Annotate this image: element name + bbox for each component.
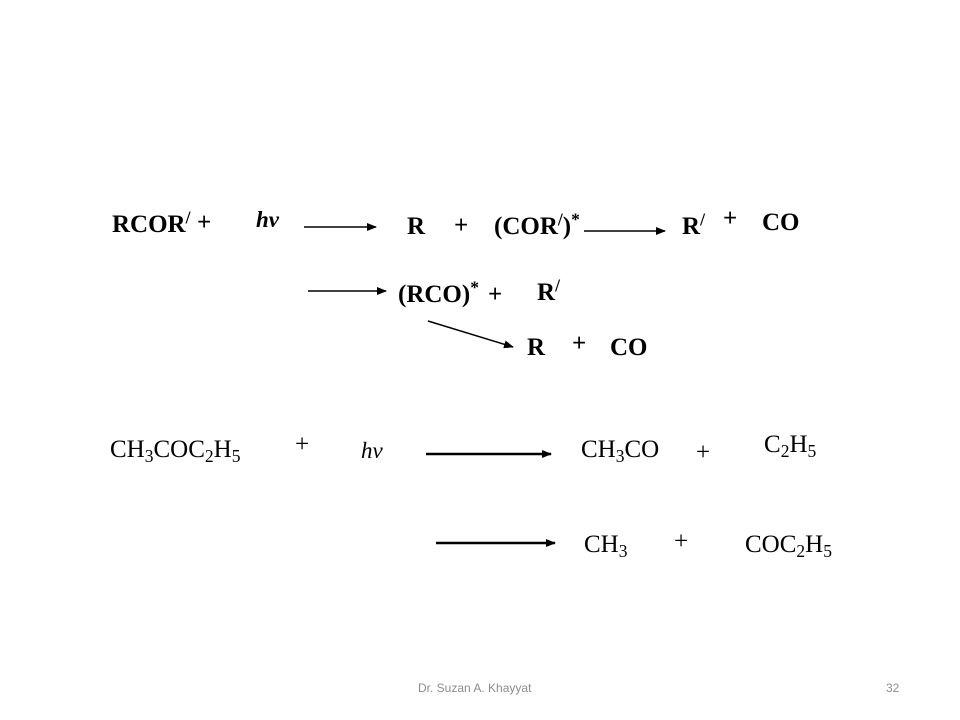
rco-excited: (RCO)* <box>398 279 479 308</box>
plus-sign: + <box>696 439 711 466</box>
plus-sign: + <box>723 205 738 232</box>
cor-open: (COR <box>494 213 558 240</box>
acyl-radical-excited: (COR/)* <box>494 211 580 240</box>
footer-author: Dr. Suzan A. Khayyat <box>418 681 532 695</box>
formula-part: CH <box>584 531 619 558</box>
cor-star: * <box>571 209 580 230</box>
hv-label: hv <box>256 207 279 232</box>
product-acetyl: CH3CO <box>581 436 660 465</box>
formula-part: H <box>789 431 808 458</box>
formula-part: CO <box>624 436 660 463</box>
cor-prime: / <box>557 209 563 230</box>
rco-text: (RCO) <box>398 281 471 308</box>
final-r-text: R <box>682 213 701 240</box>
formula-part: CH <box>581 436 616 463</box>
formula-part: COC <box>153 436 205 463</box>
formula-subscript: 2 <box>204 445 214 466</box>
r-prime-mark: / <box>555 275 560 296</box>
formula-part: CH <box>110 436 145 463</box>
plus-sign: + <box>488 281 503 308</box>
formula-subscript: 3 <box>618 540 628 561</box>
formula-subscript: 3 <box>144 445 154 466</box>
formula-part: H <box>805 531 824 558</box>
final-r-prime: R/ <box>682 211 705 240</box>
product-methyl: CH3 <box>584 531 627 560</box>
plus-sign: + <box>197 209 212 236</box>
arrow-4 <box>427 320 514 349</box>
formula-subscript: 3 <box>615 445 625 466</box>
formula-part: COC <box>745 531 797 558</box>
product-r: R <box>407 213 426 240</box>
carbon-monoxide: CO <box>610 334 648 361</box>
product-r: R <box>527 334 546 361</box>
r-prime-text: R <box>537 279 556 306</box>
formula-subscript: 5 <box>807 440 817 461</box>
product-ethyl: C2H5 <box>764 431 816 460</box>
reactant-ethyl-methyl-ketone: CH3COC2H5 <box>110 436 240 465</box>
plus-sign: + <box>572 330 587 357</box>
hv-label: hv <box>361 438 383 463</box>
final-r-prime-mark: / <box>700 209 705 230</box>
formula-subscript: 5 <box>823 540 832 561</box>
formula-part: C <box>764 431 781 458</box>
formula-part: H <box>213 436 232 463</box>
formula-subscript: 5 <box>231 445 241 466</box>
plus-sign: + <box>674 528 689 555</box>
cor-close: ) <box>562 213 572 240</box>
carbon-monoxide: CO <box>762 209 800 236</box>
product-propionyl: COC2H5 <box>745 531 832 560</box>
reactant-rcor-text: RCOR <box>112 211 186 238</box>
plus-sign: + <box>454 212 469 239</box>
plus-sign: + <box>295 431 310 458</box>
page-number: 32 <box>886 681 900 695</box>
rco-star: * <box>470 277 479 298</box>
formula-subscript: 2 <box>780 440 790 461</box>
formula-subscript: 2 <box>796 540 806 561</box>
reactant-prime: / <box>185 207 191 228</box>
reactant-rcor: RCOR/ <box>112 209 190 238</box>
r-prime: R/ <box>537 277 560 306</box>
